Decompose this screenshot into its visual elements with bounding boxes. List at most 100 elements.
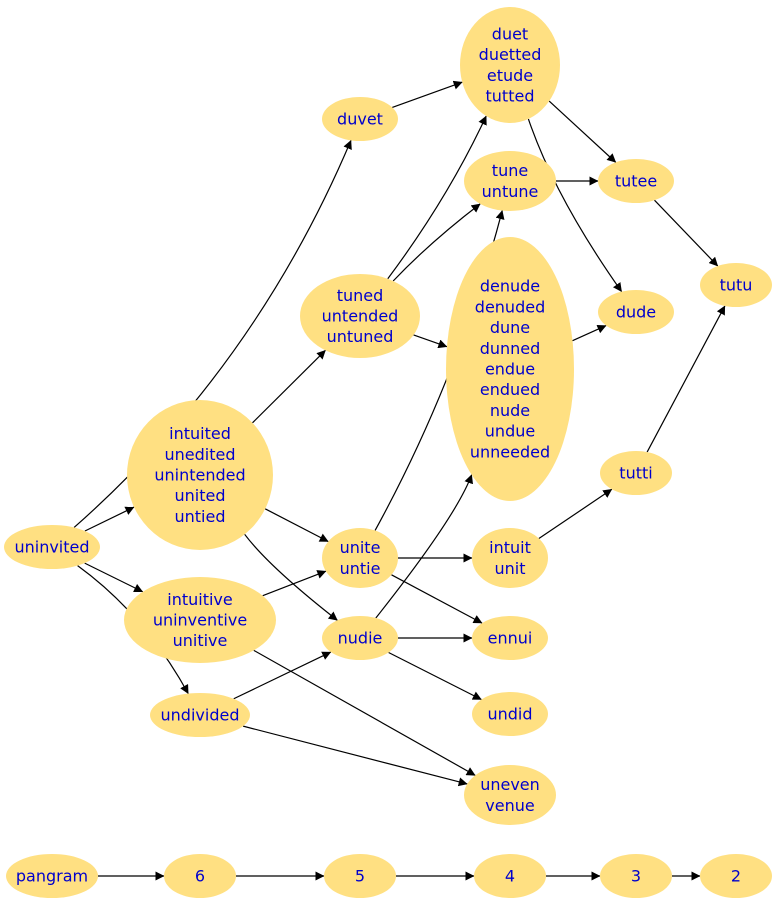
node-label: untied [175, 507, 226, 526]
edge-undivided-to-uneven-group [242, 725, 468, 787]
node-ellipse [4, 525, 100, 569]
edge-tuned-group-to-tune-group [392, 203, 481, 282]
node-label: intuit [489, 538, 531, 557]
edge-tuned-group-to-duet-group [387, 115, 487, 280]
node-label: 5 [355, 867, 365, 886]
edge-unite-group-to-ennui [391, 574, 483, 624]
node-label: endue [485, 360, 535, 379]
node-label: dune [490, 318, 530, 337]
edge-nudie-to-undid [388, 651, 482, 701]
edge-duet-group-to-dude [527, 118, 623, 293]
node-denude-group: denudedenudeddunedunnedendueenduednudeun… [446, 237, 574, 501]
node-label: endued [480, 380, 540, 399]
nodes-layer: uninvitedintuiteduneditedunintendedunite… [4, 7, 772, 898]
node-dude: dude [598, 290, 674, 334]
node-label: dude [616, 303, 656, 322]
node-label: unintended [154, 466, 245, 485]
node-label: venue [485, 796, 534, 815]
node-label: 6 [195, 867, 205, 886]
node-ellipse [300, 274, 420, 358]
node-label: tutee [615, 172, 657, 191]
node-undivided: undivided [150, 693, 250, 737]
node-nudie: nudie [322, 616, 398, 660]
node-label: nudie [338, 629, 383, 648]
node-ellipse [600, 854, 672, 898]
node-ellipse [322, 528, 398, 588]
node-label: tuned [337, 286, 384, 305]
node-ellipse [324, 854, 396, 898]
node-label: nude [490, 401, 530, 420]
node-ellipse [700, 263, 772, 307]
node-label: intuitive [167, 590, 232, 609]
node-label: intuited [169, 424, 231, 443]
node-label: unitive [173, 631, 228, 650]
node-ellipse [164, 854, 236, 898]
node-label: uninventive [153, 611, 247, 630]
node-uninvited: uninvited [4, 525, 100, 569]
node-duvet: duvet [322, 97, 398, 141]
node-label: denude [480, 277, 540, 296]
node-n5: 5 [324, 854, 396, 898]
node-ellipse [464, 151, 556, 211]
node-label: 2 [731, 867, 741, 886]
node-ellipse [446, 237, 574, 501]
edge-intuitive-group-to-uneven-group [253, 649, 476, 776]
node-ellipse [464, 765, 556, 825]
edge-duvet-to-duet-group [392, 80, 463, 108]
node-label: untune [482, 182, 539, 201]
node-ellipse [600, 451, 672, 495]
node-label: tutted [486, 87, 535, 106]
node-ellipse [322, 616, 398, 660]
edge-uninvited-to-intuitive-group [84, 562, 144, 593]
node-ellipse [472, 528, 548, 588]
node-label: untended [322, 307, 399, 326]
edge-intuit-group-to-tutti [538, 488, 613, 540]
node-pangram: pangram [6, 854, 98, 898]
node-ellipse [598, 290, 674, 334]
node-label: duvet [337, 110, 383, 129]
node-ellipse [598, 159, 674, 203]
node-label: undid [487, 705, 532, 724]
node-label: tune [492, 161, 528, 180]
edge-nudie-to-denude-group [375, 474, 473, 619]
edge-denude-group-to-dude [572, 324, 607, 342]
edge-uninvited-to-intuited-group [84, 506, 135, 532]
node-label: dunned [480, 339, 541, 358]
node-label: undue [485, 422, 535, 441]
edge-intuited-group-to-nudie [244, 533, 338, 621]
edge-duet-group-to-tutee [548, 100, 617, 163]
edge-tuned-group-to-denude-group [413, 334, 448, 349]
node-label: duetted [479, 45, 542, 64]
node-label: 3 [631, 867, 641, 886]
node-label: unite [340, 538, 381, 557]
edge-intuitive-group-to-unite-group [262, 570, 327, 597]
node-ellipse [6, 854, 98, 898]
node-n4: 4 [474, 854, 546, 898]
node-undid: undid [472, 692, 548, 736]
node-ellipse [124, 577, 276, 663]
node-ellipse [474, 854, 546, 898]
node-n6: 6 [164, 854, 236, 898]
node-label: ennui [488, 629, 533, 648]
node-tutee: tutee [598, 159, 674, 203]
node-ellipse [472, 692, 548, 736]
node-label: untie [340, 559, 381, 578]
edge-intuited-group-to-tuned-group [252, 349, 326, 424]
node-ellipse [700, 854, 772, 898]
node-tutu: tutu [700, 263, 772, 307]
edge-undivided-to-nudie [233, 651, 332, 700]
node-label: tutu [720, 276, 753, 295]
node-tutti: tutti [600, 451, 672, 495]
node-ellipse [150, 693, 250, 737]
node-label: unneeded [470, 442, 550, 461]
node-label: tutti [619, 464, 652, 483]
node-label: pangram [16, 867, 88, 886]
node-n2: 2 [700, 854, 772, 898]
node-label: undivided [161, 706, 240, 725]
node-label: united [175, 486, 226, 505]
